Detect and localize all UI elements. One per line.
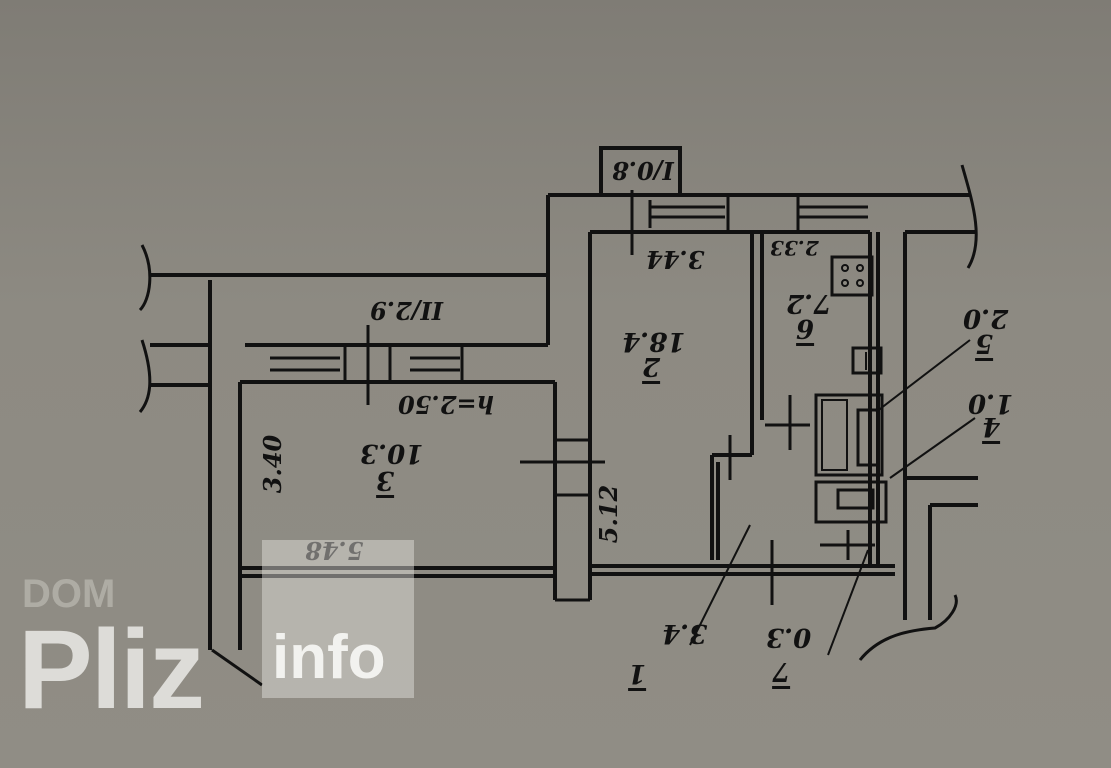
- room-5-number: 5: [975, 328, 994, 361]
- room-2-width: 3.44: [646, 245, 705, 274]
- room-4-number: 4: [982, 411, 1001, 444]
- watermark-dom: DOM: [22, 572, 116, 616]
- room-6-width: 2.33: [770, 236, 819, 260]
- washbasin-icon: [814, 480, 888, 524]
- room-3-number: 3: [376, 465, 395, 498]
- balcony-1-label: I/0.8: [612, 156, 674, 185]
- room-3-width: 3.40: [258, 434, 288, 494]
- balcony-2-label: II/2.9: [370, 296, 443, 325]
- window-room-2: [648, 195, 730, 232]
- sink-icon: [851, 346, 883, 375]
- room-7-number: 7: [772, 656, 791, 689]
- room-7-area: 0.3: [766, 622, 812, 652]
- room-3-area: 10.3: [360, 438, 424, 468]
- bathtub-icon: [814, 393, 884, 477]
- stove-icon: [830, 255, 874, 297]
- room-6-number: 6: [796, 313, 815, 346]
- room-1-number: 1: [628, 658, 647, 691]
- watermark-pliz: Pliz: [18, 607, 205, 732]
- watermark-info: info: [272, 623, 386, 692]
- window-room-3: [270, 345, 464, 382]
- room-1-area: 3.4: [662, 618, 708, 648]
- room-2-number: 2: [642, 351, 661, 384]
- room-2-length: 5.12: [594, 484, 624, 544]
- watermark-box: [262, 540, 414, 698]
- window-kitchen: [796, 195, 868, 232]
- ceiling-height: h=2.50: [398, 390, 495, 419]
